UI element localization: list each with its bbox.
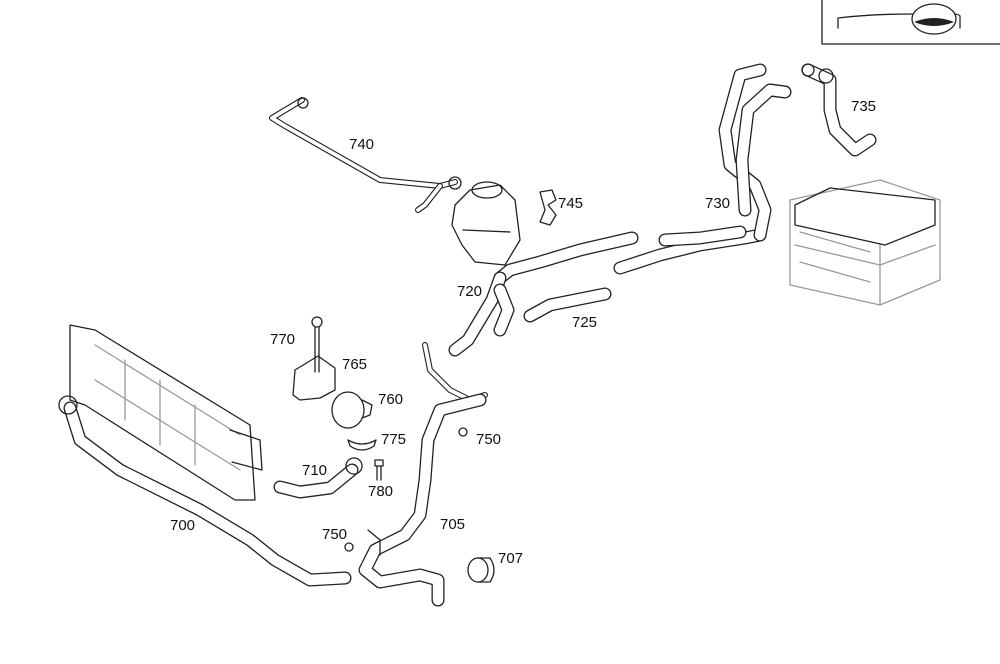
callout-750: 750 [322, 526, 348, 543]
part-735-hose [801, 63, 877, 157]
callout-705: 705 [440, 516, 466, 533]
radiator [69, 324, 263, 501]
callout-775: 775 [381, 431, 407, 448]
callout-750: 750 [476, 431, 502, 448]
part-725-hose [523, 287, 612, 323]
callout-770: 770 [270, 331, 296, 348]
part-710-hose [273, 457, 363, 499]
part-705-hose [358, 342, 488, 607]
callout-745: 745 [558, 195, 584, 212]
callout-720: 720 [457, 283, 483, 300]
part-770-bolt [311, 316, 323, 373]
callout-700: 700 [170, 517, 196, 534]
part-775-clamp [347, 439, 377, 451]
part-707-sleeve [467, 557, 495, 583]
part-700-hose [58, 395, 352, 587]
callout-735: 735 [851, 98, 877, 115]
part-745-expansion-tank [451, 181, 557, 266]
part-730-hose [613, 63, 792, 275]
callout-760: 760 [378, 391, 404, 408]
part-750-screw [344, 542, 354, 552]
callout-710: 710 [302, 462, 328, 479]
electronics-unit [789, 179, 941, 306]
callout-707: 707 [498, 550, 524, 567]
part-720-hose [448, 231, 639, 357]
part-765-bracket [292, 355, 336, 401]
part-780-bolt [374, 459, 384, 481]
vehicle-top-view-icon [821, 0, 1000, 45]
part-760-pump [331, 391, 373, 429]
callout-780: 780 [368, 483, 394, 500]
callout-740: 740 [349, 136, 375, 153]
callout-765: 765 [342, 356, 368, 373]
part-740-pipe [269, 97, 462, 213]
callout-725: 725 [572, 314, 598, 331]
part-750-screw [458, 427, 468, 437]
callout-730: 730 [705, 195, 731, 212]
